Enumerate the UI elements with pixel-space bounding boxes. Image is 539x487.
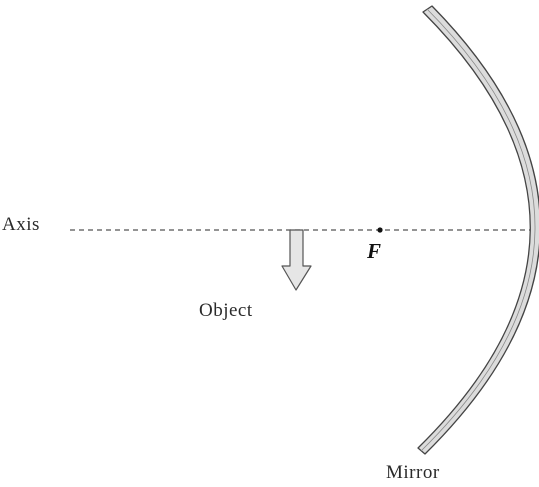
concave-mirror [417, 5, 539, 455]
focal-point-dot [377, 227, 383, 233]
focal-point-label: F [367, 239, 382, 263]
object-label: Object [199, 300, 253, 321]
mirror-reflective-edge [420, 8, 536, 452]
axis-label: Axis [2, 214, 40, 235]
object-arrow [281, 229, 312, 291]
mirror-label: Mirror [386, 462, 440, 483]
